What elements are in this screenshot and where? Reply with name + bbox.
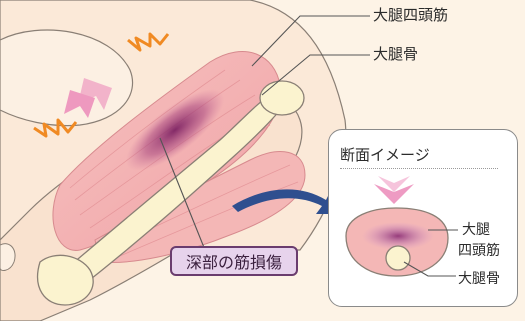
inset-label-quadriceps-1: 大腿 xyxy=(462,219,490,239)
inset-label-femur: 大腿骨 xyxy=(458,268,500,288)
inset-label-quadriceps-2: 四頭筋 xyxy=(458,240,500,260)
panel-divider xyxy=(340,168,498,169)
label-femur: 大腿骨 xyxy=(373,47,418,62)
deep-injury-badge: 深部の筋損傷 xyxy=(170,246,298,276)
label-quadriceps: 大腿四頭筋 xyxy=(373,8,448,23)
cross-section-title: 断面イメージ xyxy=(340,144,430,165)
